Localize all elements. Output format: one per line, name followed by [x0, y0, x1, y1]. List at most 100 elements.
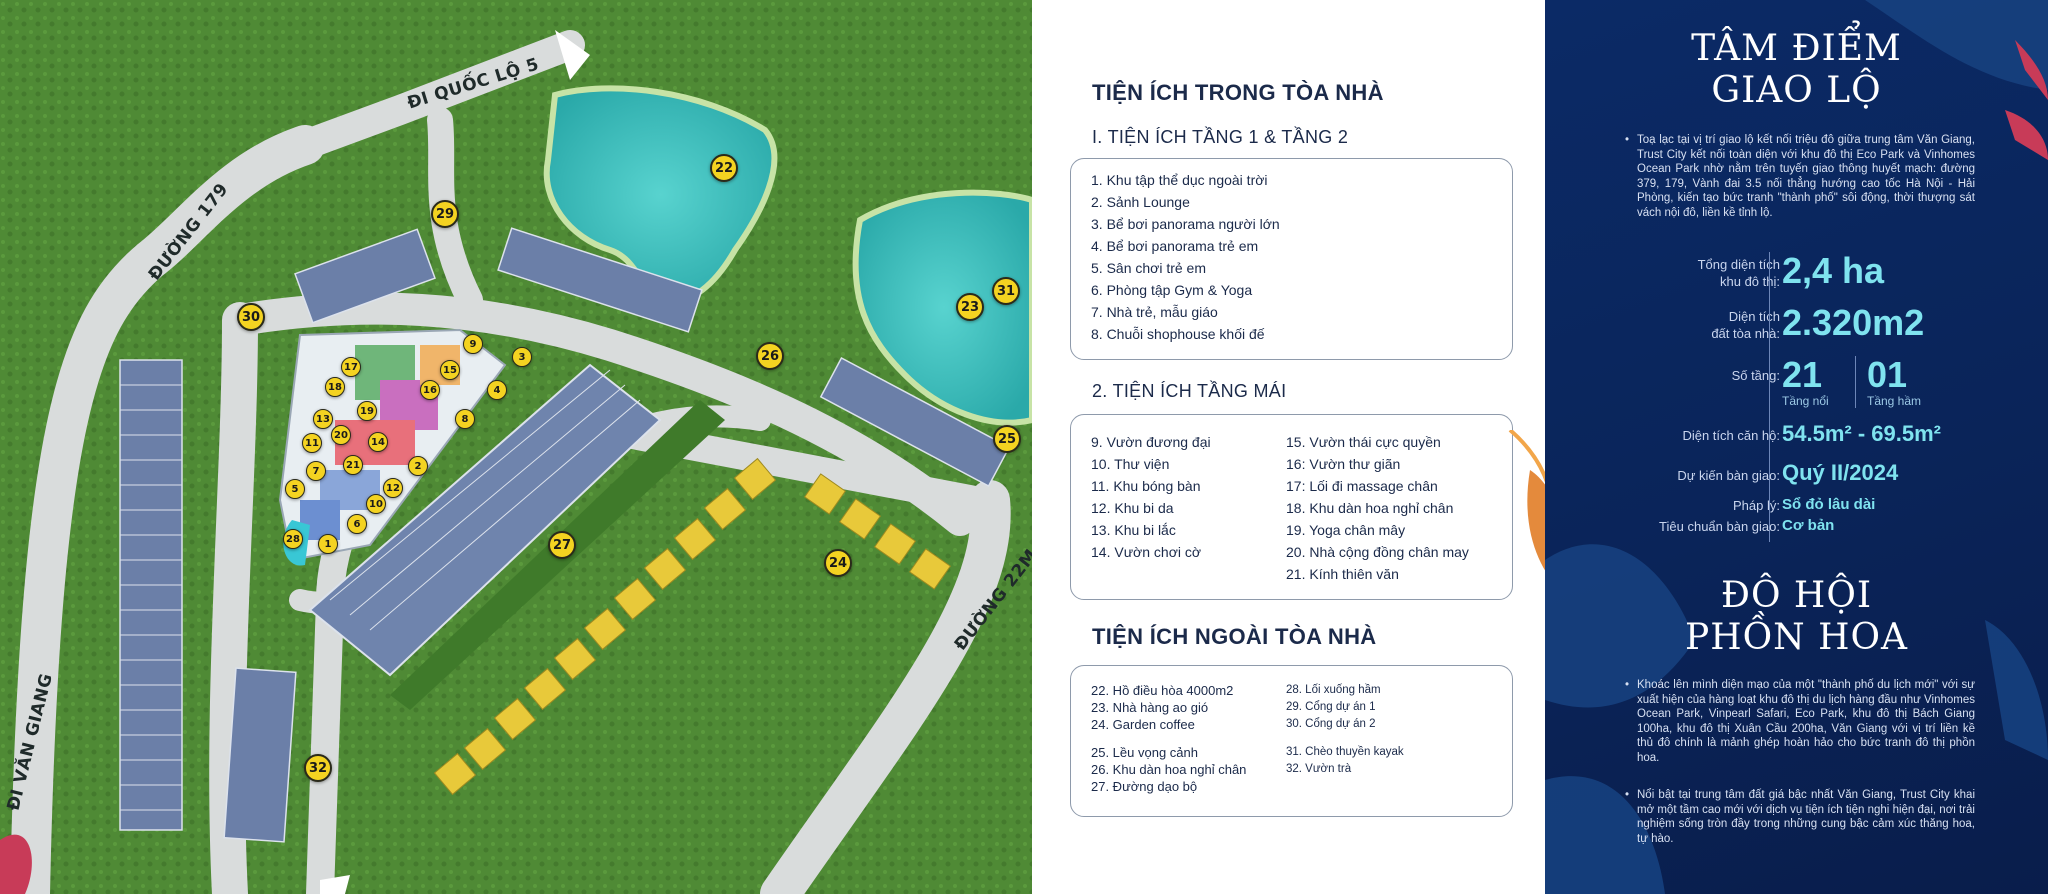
list-item: 28. Lối xuống hầm — [1286, 684, 1381, 696]
paragraph-do-hoi: Khoác lên mình diện mạo của một "thành p… — [1625, 678, 1975, 765]
marker-30[interactable]: 30 — [237, 303, 265, 331]
marker-27[interactable]: 27 — [548, 531, 576, 559]
outside-list-right-1: 28. Lối xuống hầm 29. Cổng dự án 1 30. C… — [1286, 682, 1381, 733]
marker-1[interactable]: 1 — [318, 534, 338, 554]
marker-6[interactable]: 6 — [347, 514, 367, 534]
stat-handover-label: Dự kiến bàn giao: — [1677, 468, 1780, 483]
stat-apt-value: 54.5m² - 69.5m² — [1782, 421, 1941, 446]
stat-floors-above-sub: Tầng nổi — [1782, 394, 1829, 408]
stat-area-label: Tổng diện tích khu đô thị: — [1698, 256, 1780, 290]
road-inner-top — [224, 292, 976, 536]
list-item: 31. Chèo thuyền kayak — [1286, 746, 1404, 758]
marker-5[interactable]: 5 — [285, 479, 305, 499]
marker-14[interactable]: 14 — [368, 432, 388, 452]
list-item: 26. Khu dàn hoa nghỉ chân — [1091, 762, 1247, 777]
label-line: Diện tích — [1728, 309, 1780, 324]
marker-16[interactable]: 16 — [420, 380, 440, 400]
marker-15[interactable]: 15 — [440, 360, 460, 380]
marker-13[interactable]: 13 — [313, 409, 333, 429]
list-item: 8. Chuỗi shophouse khối đế — [1091, 326, 1265, 342]
marker-7[interactable]: 7 — [306, 461, 326, 481]
heading-tam-diem: TÂM ĐIỂM GIAO LỘ — [1545, 28, 2048, 112]
marker-29[interactable]: 29 — [431, 200, 459, 228]
list-item: 6. Phòng tập Gym & Yoga — [1091, 282, 1253, 298]
list-item: 18. Khu dàn hoa nghỉ chân — [1286, 500, 1454, 516]
marker-22[interactable]: 22 — [710, 154, 738, 182]
marker-2[interactable]: 2 — [408, 456, 428, 476]
marker-11[interactable]: 11 — [302, 433, 322, 453]
marker-12[interactable]: 12 — [383, 478, 403, 498]
road-right-diag — [566, 411, 989, 514]
site-plan-drawing — [0, 0, 1032, 894]
list-item: 12. Khu bi da — [1091, 500, 1174, 516]
list-item: 23. Nhà hàng ao gió — [1091, 700, 1209, 715]
site-master-plan: ĐI QUỐC LỘ 5 ĐƯỜNG 179 ĐI VĂN GIANG ĐƯỜN… — [0, 0, 1032, 894]
marker-9[interactable]: 9 — [463, 334, 483, 354]
list-item: 7. Nhà trẻ, mẫu giáo — [1091, 304, 1218, 320]
list-item: 29. Cổng dự án 1 — [1286, 701, 1376, 713]
marker-19[interactable]: 19 — [357, 401, 377, 421]
heading-line: GIAO LỘ — [1711, 70, 1882, 111]
marker-26[interactable]: 26 — [756, 342, 784, 370]
list-item: 5. Sân chơi trẻ em — [1091, 260, 1207, 276]
stat-floors-below: 01 — [1867, 354, 1908, 395]
floor12-box: 1. Khu tập thể dục ngoài trời 2. Sảnh Lo… — [1070, 158, 1513, 360]
marker-8[interactable]: 8 — [455, 409, 475, 429]
leaf-decoration — [1545, 0, 2048, 894]
list-item: 3. Bể bơi panorama người lớn — [1091, 216, 1280, 232]
gate-arrow-top — [555, 30, 590, 80]
roof-box: 9. Vườn đương đại 10. Thư viện 11. Khu b… — [1070, 414, 1513, 600]
marker-4[interactable]: 4 — [487, 380, 507, 400]
marker-23[interactable]: 23 — [956, 293, 984, 321]
marker-18[interactable]: 18 — [325, 377, 345, 397]
list-item: 10. Thư viện — [1091, 456, 1170, 472]
list-item: 1. Khu tập thể dục ngoài trời — [1091, 172, 1268, 188]
lake-23 — [852, 189, 1032, 426]
list-item: 15. Vườn thái cực quyền — [1286, 434, 1441, 450]
label-line: Tổng diện tích — [1697, 257, 1780, 272]
list-item: 16: Vườn thư giãn — [1286, 456, 1401, 472]
list-item: 4. Bể bơi panorama trẻ em — [1091, 238, 1259, 254]
roof-list-left: 9. Vườn đương đại 10. Thư viện 11. Khu b… — [1091, 431, 1211, 563]
marker-24[interactable]: 24 — [824, 549, 852, 577]
road-gate29 — [427, 107, 483, 313]
marker-28[interactable]: 28 — [283, 529, 303, 549]
stat-area-value: 2,4 ha — [1782, 250, 1885, 291]
outside-list-right-2: 31. Chèo thuyền kayak 32. Vườn trà — [1286, 744, 1404, 778]
stat-legal-label: Pháp lý: — [1733, 498, 1780, 513]
lake-22 — [543, 85, 778, 304]
marker-31[interactable]: 31 — [992, 277, 1020, 305]
roof-list-right: 15. Vườn thái cực quyền 16: Vườn thư giã… — [1286, 431, 1469, 585]
label-line: đất tòa nhà: — [1711, 326, 1780, 341]
marker-3[interactable]: 3 — [512, 347, 532, 367]
floor12-list: 1. Khu tập thể dục ngoài trời 2. Sảnh Lo… — [1091, 169, 1280, 345]
list-item: 25. Lều vọng cảnh — [1091, 745, 1198, 760]
outside-list-left-1: 22. Hồ điều hòa 4000m2 23. Nhà hàng ao g… — [1091, 682, 1233, 733]
info-panel: TÂM ĐIỂM GIAO LỘ Toạ lạc tại vị trí giao… — [1545, 0, 2048, 894]
amenities-panel: TIỆN ÍCH TRONG TÒA NHÀ I. TIỆN ÍCH TẦNG … — [1032, 0, 1594, 894]
heading-line: TÂM ĐIỂM — [1691, 28, 1902, 69]
stat-standard-label: Tiêu chuẩn bàn giao: — [1659, 519, 1780, 534]
list-item: 2. Sảnh Lounge — [1091, 194, 1190, 210]
marker-25[interactable]: 25 — [993, 425, 1021, 453]
marker-32[interactable]: 32 — [304, 754, 332, 782]
outside-list-left-2: 25. Lều vọng cảnh 26. Khu dàn hoa nghỉ c… — [1091, 744, 1246, 795]
marker-17[interactable]: 17 — [341, 357, 361, 377]
list-item: 32. Vườn trà — [1286, 763, 1352, 775]
list-item: 30. Cổng dự án 2 — [1286, 718, 1376, 730]
list-item: 19. Yoga chân mây — [1286, 522, 1406, 538]
stats-divider — [1769, 252, 1770, 542]
list-item: 11. Khu bóng bàn — [1091, 478, 1201, 494]
paragraph-trust-city: Nổi bật tại trung tâm đất giá bậc nhất V… — [1625, 788, 1975, 846]
marker-21[interactable]: 21 — [343, 455, 363, 475]
list-item: 17: Lối đi massage chân — [1286, 478, 1438, 494]
marker-10[interactable]: 10 — [366, 494, 386, 514]
amenities-title: TIỆN ÍCH TRONG TÒA NHÀ — [1092, 80, 1384, 105]
label-line: khu đô thị: — [1720, 274, 1780, 289]
list-item: 20. Nhà cộng đồng chân may — [1286, 544, 1469, 560]
stat-apt-label: Diện tích căn hộ: — [1682, 428, 1780, 443]
list-item: 21. Kính thiên văn — [1286, 566, 1399, 582]
outside-box: 22. Hồ điều hòa 4000m2 23. Nhà hàng ao g… — [1070, 665, 1513, 817]
heading-line: PHỒN HOA — [1685, 617, 1908, 658]
marker-20[interactable]: 20 — [331, 425, 351, 445]
